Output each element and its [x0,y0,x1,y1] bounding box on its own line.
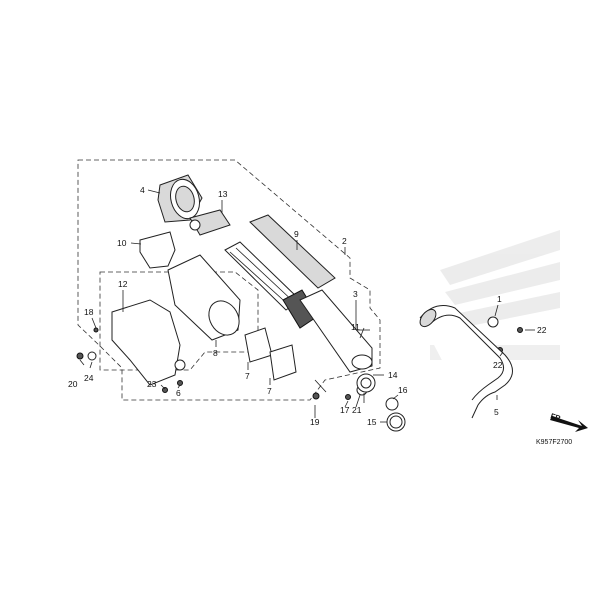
exhaust-pipe-part [419,305,513,419]
callout-24: 24 [84,373,94,383]
callout-10: 10 [117,238,127,248]
joint-clamp-part [356,373,376,393]
leader-lines [79,189,535,423]
silencer-packing-part [139,231,176,269]
heat-guard-part [111,299,186,386]
muffler-body-part [282,289,373,373]
callout-3: 3 [353,289,358,299]
inner-assembly-outline [99,271,259,371]
end-cap-part [157,174,203,223]
joint-gasket-part [385,397,406,432]
callout-14: 14 [388,370,398,380]
callout-8: 8 [213,348,218,358]
callout-22a: 22 [537,325,547,335]
callout-2: 2 [342,236,347,246]
muffler-assembly-outline [77,159,381,401]
glass-wool-wrap-part [249,214,336,289]
callout-4: 4 [140,185,145,195]
callout-15: 15 [367,417,377,427]
callout-12: 12 [118,279,128,289]
outer-packing-part [167,254,241,341]
diagram-code: K957F2700 [536,439,572,446]
callout-22b: 22 [493,360,503,370]
callout-21: 21 [352,405,362,415]
callout-17: 17 [340,405,350,415]
front-direction-arrow: FR. [549,411,588,432]
callout-18: 18 [84,307,94,317]
callout-16: 16 [398,385,408,395]
callout-5: 5 [494,407,499,417]
callout-6: 6 [176,388,181,398]
callout-9: 9 [294,229,299,239]
callout-20: 20 [68,379,78,389]
callout-1: 1 [497,294,502,304]
front-label: FR. [549,411,563,423]
callout-13: 13 [218,189,228,199]
callout-11: 11 [351,322,360,332]
callout-23: 23 [147,379,157,389]
callout-19: 19 [310,417,320,427]
callout-7b: 7 [267,386,272,396]
callout-7a: 7 [245,371,250,381]
end-gasket-part [189,209,231,236]
fastener-hardware [76,327,523,400]
mounting-band-part [244,327,297,381]
